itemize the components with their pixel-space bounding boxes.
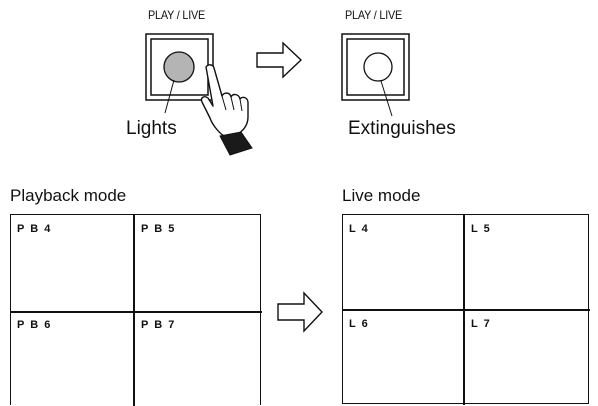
play-live-button-off — [341, 33, 410, 117]
lights-caption: Lights — [126, 118, 177, 139]
l6-label: L 6 — [349, 318, 370, 330]
grid-divider-horizontal — [343, 309, 590, 311]
l5-label: L 5 — [471, 223, 492, 235]
pointing-hand-icon — [200, 64, 253, 156]
play-live-button-lit — [145, 33, 214, 114]
mode-right-arrow-icon — [277, 291, 323, 333]
extinguishes-caption: Extinguishes — [348, 118, 456, 139]
playback-grid: P B 4 P B 5 P B 6 P B 7 — [10, 214, 262, 406]
live-mode-title: Live mode — [342, 186, 421, 205]
pb6-label: P B 6 — [17, 319, 52, 331]
unlit-lamp-icon — [363, 52, 393, 82]
lit-lamp-icon — [163, 51, 195, 83]
l7-label: L 7 — [471, 318, 492, 330]
right-arrow-icon — [256, 41, 303, 79]
pb4-label: P B 4 — [17, 223, 52, 235]
play-live-label-lit: PLAY / LIVE — [148, 8, 206, 22]
playback-mode-title: Playback mode — [10, 186, 127, 205]
l4-label: L 4 — [349, 223, 370, 235]
grid-divider-vertical — [133, 215, 135, 406]
play-live-label-off: PLAY / LIVE — [345, 8, 403, 22]
live-grid: L 4 L 5 L 6 L 7 — [342, 214, 590, 405]
pb5-label: P B 5 — [141, 223, 176, 235]
grid-divider-horizontal — [11, 311, 262, 313]
pb7-label: P B 7 — [141, 319, 176, 331]
